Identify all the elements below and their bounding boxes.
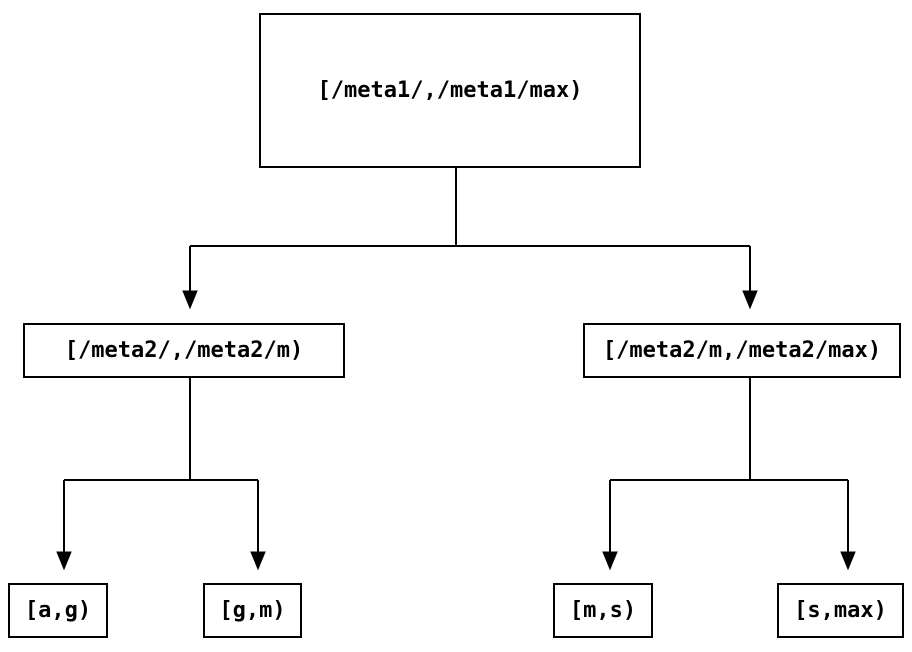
edge-root-to-left	[182, 246, 198, 310]
node-leaf-gm: [g,m)	[203, 583, 302, 638]
node-leaf-smax: [s,max)	[777, 583, 904, 638]
edge-root-to-right	[742, 246, 758, 310]
node-label: [/meta1/,/meta1/max)	[317, 78, 583, 103]
node-leaf-ag: [a,g)	[8, 583, 108, 638]
node-label: [m,s)	[569, 598, 637, 623]
node-root-range: [/meta1/,/meta1/max)	[259, 13, 641, 168]
arrowhead-down-icon	[602, 551, 618, 571]
node-leaf-ms: [m,s)	[553, 583, 653, 638]
node-label: [/meta2/m,/meta2/max)	[602, 338, 882, 363]
node-label: [/meta2/,/meta2/m)	[64, 338, 304, 363]
edge-right-to-rightright	[840, 480, 856, 571]
edge-right-to-rightleft	[602, 480, 618, 571]
arrowhead-down-icon	[250, 551, 266, 571]
node-label: [s,max)	[794, 598, 887, 623]
edge-left-to-leftleft	[56, 480, 72, 571]
node-left-range: [/meta2/,/meta2/m)	[23, 323, 345, 378]
node-label: [g,m)	[219, 598, 286, 623]
arrowhead-down-icon	[840, 551, 856, 571]
arrowhead-down-icon	[182, 290, 198, 310]
edge-left-to-leftright	[250, 480, 266, 571]
node-label: [a,g)	[24, 598, 92, 623]
node-right-range: [/meta2/m,/meta2/max)	[583, 323, 901, 378]
arrowhead-down-icon	[742, 290, 758, 310]
arrowhead-down-icon	[56, 551, 72, 571]
